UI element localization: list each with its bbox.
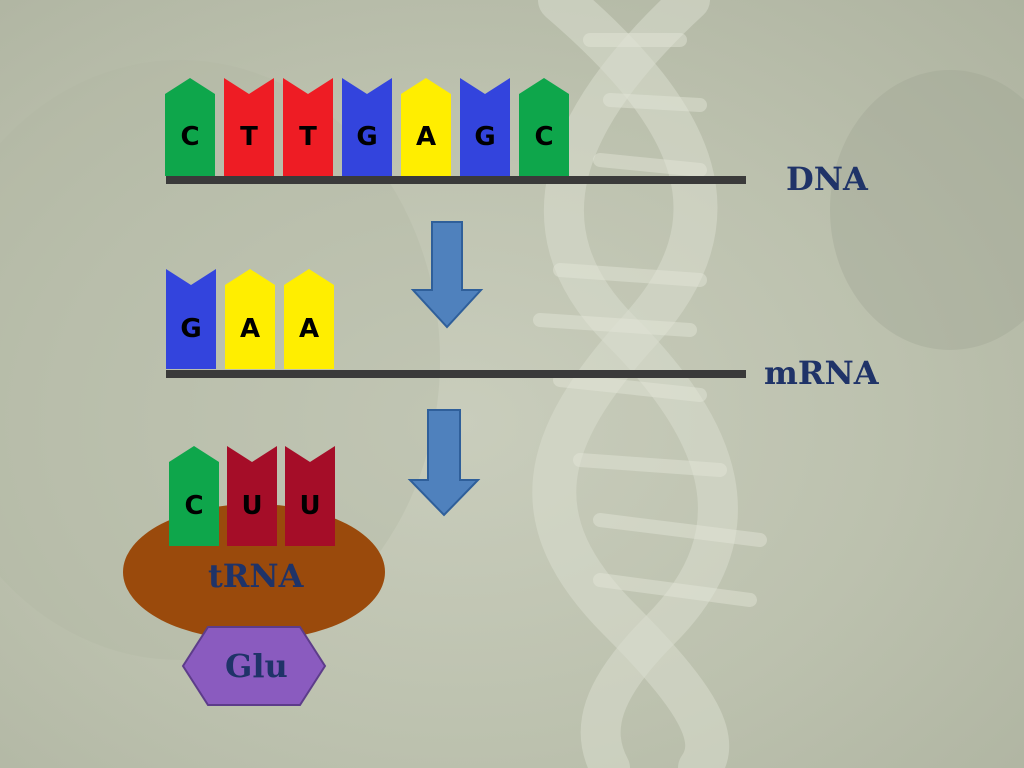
nucleotide-letter: A xyxy=(416,122,436,152)
nucleotide-letter: G xyxy=(474,122,495,152)
nucleotide-letter: T xyxy=(240,122,258,152)
translation-arrow xyxy=(407,409,481,517)
nucleotide-a: A xyxy=(401,78,451,176)
nucleotide-shape xyxy=(401,78,451,176)
nucleotide-u: U xyxy=(285,446,335,546)
nucleotide-a: A xyxy=(225,269,275,369)
nucleotide-shape xyxy=(224,78,274,176)
nucleotide-g: G xyxy=(166,269,216,369)
nucleotide-g: G xyxy=(342,78,392,176)
nucleotide-letter: A xyxy=(240,314,260,344)
nucleotide-shape xyxy=(283,78,333,176)
nucleotide-c: C xyxy=(165,78,215,176)
nucleotide-letter: A xyxy=(299,314,319,344)
nucleotide-letter: U xyxy=(241,491,262,521)
nucleotide-a: A xyxy=(284,269,334,369)
nucleotide-shape xyxy=(165,78,215,176)
nucleotide-shape xyxy=(166,269,216,369)
nucleotide-u: U xyxy=(227,446,277,546)
trna-label: tRNA xyxy=(208,557,304,595)
nucleotide-letter: G xyxy=(180,314,201,344)
nucleotide-shape xyxy=(169,446,219,546)
nucleotide-c: C xyxy=(169,446,219,546)
mrna-label: mRNA xyxy=(764,354,879,392)
nucleotide-g: G xyxy=(460,78,510,176)
nucleotide-letter: T xyxy=(299,122,317,152)
nucleotide-shape xyxy=(227,446,277,546)
nucleotide-shape xyxy=(519,78,569,176)
nucleotide-letter: G xyxy=(356,122,377,152)
nucleotide-letter: C xyxy=(180,122,199,152)
dna-label: DNA xyxy=(786,160,868,198)
nucleotide-shape xyxy=(225,269,275,369)
nucleotide-t: T xyxy=(283,78,333,176)
nucleotide-shape xyxy=(342,78,392,176)
nucleotide-shape xyxy=(284,269,334,369)
nucleotide-c: C xyxy=(519,78,569,176)
nucleotide-letter: U xyxy=(299,491,320,521)
nucleotide-shape xyxy=(460,78,510,176)
transcription-arrow xyxy=(410,221,484,329)
amino-acid-label: Glu xyxy=(225,647,288,685)
nucleotide-t: T xyxy=(224,78,274,176)
nucleotide-shape xyxy=(285,446,335,546)
nucleotide-letter: C xyxy=(534,122,553,152)
nucleotide-letter: C xyxy=(184,491,203,521)
amino-acid-hexagon xyxy=(181,626,327,706)
